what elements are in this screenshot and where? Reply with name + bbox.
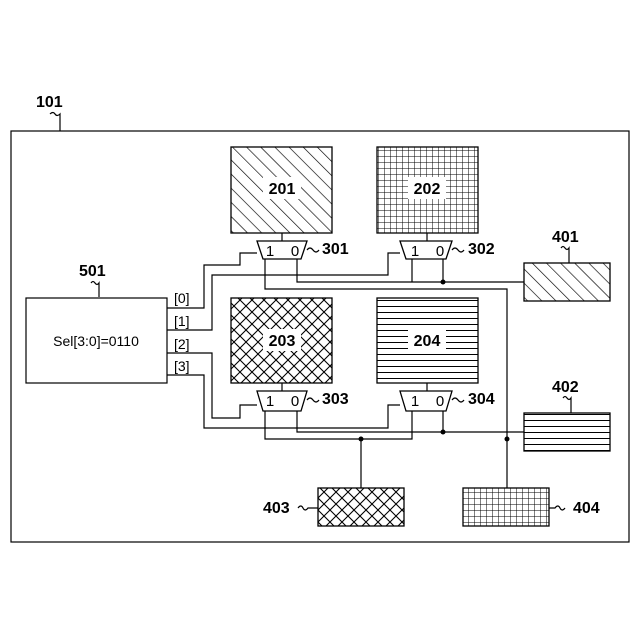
wire-301-out0 (297, 259, 524, 282)
junction-dot (359, 437, 364, 442)
output-402-leader (563, 397, 571, 414)
mux-304-input-0: 0 (436, 393, 444, 410)
junction-dot (441, 280, 446, 285)
layer-204-label: 204 (414, 333, 441, 350)
output-404-leader (549, 506, 565, 510)
output-404-label: 404 (573, 500, 600, 517)
layer-201-label: 201 (269, 181, 296, 198)
mux-301 (257, 241, 307, 259)
mux-303 (257, 391, 307, 411)
mux-301-input-1: 1 (266, 243, 274, 260)
select-bit-0-label: [0] (174, 290, 190, 306)
mux-303-input-0: 0 (291, 393, 299, 410)
junction-dot (505, 437, 510, 442)
controller-leader (91, 282, 99, 298)
mux-302-leader (452, 248, 464, 252)
mux-302-input-1: 1 (411, 243, 419, 260)
mux-303-label: 303 (322, 391, 349, 408)
layer-203-label: 203 (269, 333, 296, 350)
mux-303-input-1: 1 (266, 393, 274, 410)
select-bit-1-label: [1] (174, 313, 190, 329)
mux-301-label: 301 (322, 241, 349, 258)
select-bit-3-label: [3] (174, 358, 190, 374)
output-404-block (463, 488, 549, 526)
mux-302-label: 302 (468, 241, 495, 258)
mux-302-input-0: 0 (436, 243, 444, 260)
mux-304-input-1: 1 (411, 393, 419, 410)
wire-303-out0 (297, 411, 524, 432)
junction-dot (441, 430, 446, 435)
output-403-block (318, 488, 404, 526)
mux-302 (400, 241, 452, 259)
mux-303-leader (307, 398, 319, 402)
select-bit-2-label: [2] (174, 336, 190, 352)
mux-301-leader (307, 248, 319, 252)
select-value-text: Sel[3:0]=0110 (53, 333, 139, 349)
output-403-leader (298, 506, 318, 510)
output-401-leader (561, 247, 569, 264)
mux-304 (400, 391, 452, 411)
wire-303-out1 (265, 411, 361, 488)
system-leader (50, 113, 60, 132)
mux-304-label: 304 (468, 391, 495, 408)
output-401-block (524, 263, 610, 301)
output-402-label: 402 (552, 379, 579, 396)
layer-202-label: 202 (414, 181, 441, 198)
output-403-label: 403 (263, 500, 290, 517)
system-label: 101 (36, 94, 63, 111)
controller-label: 501 (79, 263, 106, 280)
mux-304-leader (452, 398, 464, 402)
output-402-block (524, 413, 610, 451)
mux-301-input-0: 0 (291, 243, 299, 260)
output-401-label: 401 (552, 229, 579, 246)
wire-304-out1 (361, 411, 412, 439)
